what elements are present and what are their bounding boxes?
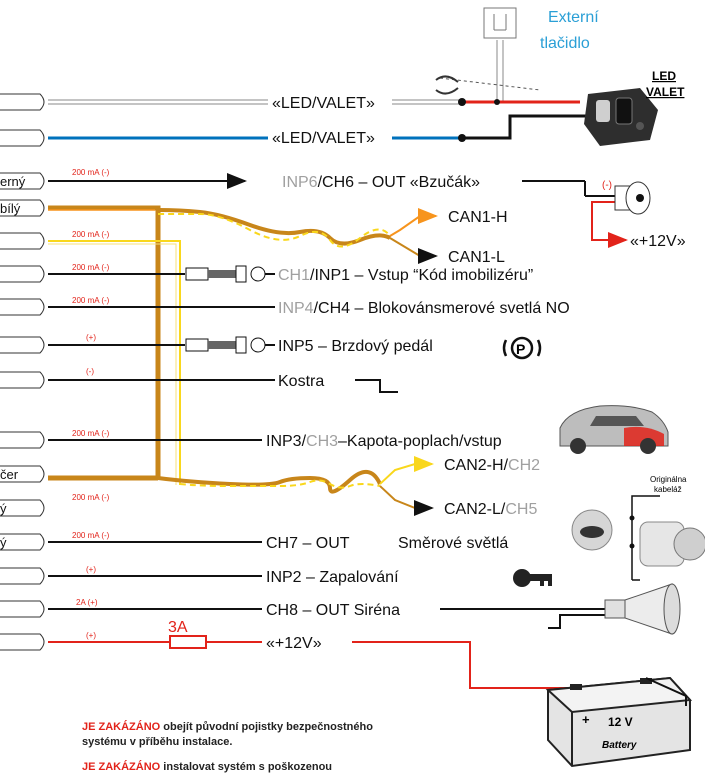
wire-tag — [0, 372, 44, 388]
wire-tag — [0, 634, 44, 650]
current-label: 200 mA (-) — [72, 531, 110, 540]
label-inp3: INP3/CH3–Kapota-poplach/vstup — [266, 433, 502, 450]
external-button-wiring — [440, 40, 590, 142]
wire-tag — [0, 266, 44, 282]
label-inp5: INP5 – Brzdový pedál — [278, 338, 433, 355]
svg-text:+: + — [582, 712, 590, 727]
led-valet-device-label-2: VALET — [646, 85, 685, 99]
parking-brake-icon: P — [504, 338, 540, 358]
wire-tag — [0, 432, 44, 448]
parking-letter: P — [516, 341, 525, 357]
current-label: 200 mA (-) — [72, 230, 110, 239]
car-icon — [560, 406, 668, 454]
buzzer-supply: «+12V» — [630, 233, 686, 250]
wire-tag-text: bílý — [0, 201, 21, 216]
twisted-pair-can1 — [158, 210, 436, 256]
wire-tag — [0, 299, 44, 315]
ignition-key-icon — [513, 569, 552, 587]
wire-battery-pos — [352, 642, 570, 688]
wire-tag — [0, 233, 44, 249]
wire-tag-text: ý — [0, 535, 7, 550]
warning-note-keyword: JE ZAKÁZÁNO — [82, 721, 160, 733]
fuse-icon — [170, 636, 206, 648]
current-label: (+) — [86, 565, 96, 574]
buzzer-icon — [615, 182, 650, 214]
diode-connector-icon — [186, 266, 275, 282]
label-inp6: INP6/CH6 – OUT «Bzučák» — [282, 174, 480, 191]
current-label: (-) — [86, 367, 94, 376]
label-ch1: CH1/INP1 – Vstup “Kód imobilizéru” — [278, 267, 533, 284]
warning-note-text-line2: systému v příběhu instalace. — [82, 736, 232, 748]
harness-label-1: Originálna — [650, 475, 687, 484]
external-button-label-2: tlačidlo — [540, 35, 590, 52]
current-label: 200 mA (-) — [72, 168, 110, 177]
wire-tag-text: ý — [0, 501, 7, 516]
wire-tag — [0, 337, 44, 353]
led-valet-device-label-1: LED — [652, 69, 676, 83]
wire-tag-text: čer — [0, 467, 19, 482]
label-led-valet-1: «LED/VALET» — [272, 95, 375, 112]
harness-label-2: kabeláž — [654, 485, 682, 494]
wire-tag — [0, 500, 44, 516]
label-can2l: CAN2-L/CH5 — [444, 501, 537, 518]
wire-tag-column: erný bílý čer ý ý — [0, 94, 44, 650]
fuse-label: 3A — [168, 619, 188, 636]
label-can1l: CAN1-L — [448, 249, 505, 266]
wire-tag-text: erný — [0, 174, 26, 189]
external-button-label-1: Externí — [548, 9, 599, 26]
label-ch8: CH8 – OUT Siréna — [266, 602, 400, 619]
current-label: 200 mA (-) — [72, 263, 110, 272]
current-label: 200 mA (-) — [72, 493, 110, 502]
wire-tag — [0, 601, 44, 617]
wire-tag — [0, 534, 44, 550]
battery-label: Battery — [602, 740, 637, 751]
warning-note-text: instalovat systém s poškozenou — [160, 761, 332, 773]
label-can1h: CAN1-H — [448, 209, 508, 226]
siren-icon — [605, 584, 680, 634]
buzzer-polarity: (-) — [602, 180, 612, 191]
battery-voltage: 12 V — [608, 715, 633, 729]
label-plus12: «+12V» — [266, 635, 322, 652]
ground-icon — [355, 380, 398, 392]
twisted-pair-can2 — [158, 464, 432, 508]
label-ch7: CH7 – OUT — [266, 535, 350, 552]
label-led-valet-2: «LED/VALET» — [272, 130, 375, 147]
label-inp2: INP2 – Zapalování — [266, 569, 399, 586]
diode-connector-icon — [186, 337, 275, 353]
label-can2h: CAN2-H/CH2 — [444, 457, 540, 474]
wire-siren-ground — [548, 615, 605, 628]
current-label: 200 mA (-) — [72, 296, 110, 305]
external-button-icon — [484, 8, 516, 38]
label-kostra: Kostra — [278, 373, 324, 390]
wire-led-valet-1 — [48, 100, 462, 104]
current-label: (+) — [86, 333, 96, 342]
warning-note: JE ZAKÁZÁNO obejít původní pojistky bezp… — [82, 720, 373, 750]
wire-tag — [0, 130, 44, 146]
current-label: 200 mA (-) — [72, 429, 110, 438]
wire-tag — [0, 94, 44, 110]
warning-note-keyword: JE ZAKÁZÁNO — [82, 761, 160, 773]
current-label: 2A (+) — [76, 598, 98, 607]
warning-note: JE ZAKÁZÁNO instalovat systém s poškozen… — [82, 760, 332, 775]
label-inp4: INP4/CH4 – Blokovánsmerové svetlá NO — [278, 300, 570, 317]
harness-connector-icon — [630, 496, 705, 580]
turn-signal-icon — [572, 510, 612, 550]
current-label: (+) — [86, 631, 96, 640]
current-labels: 200 mA (-) 200 mA (-) 200 mA (-) 200 mA … — [72, 168, 110, 640]
wire-tag — [0, 568, 44, 584]
label-smerove: Směrové světlá — [398, 535, 508, 552]
warning-note-text: obejít původní pojistky bezpečnostného — [160, 721, 373, 733]
